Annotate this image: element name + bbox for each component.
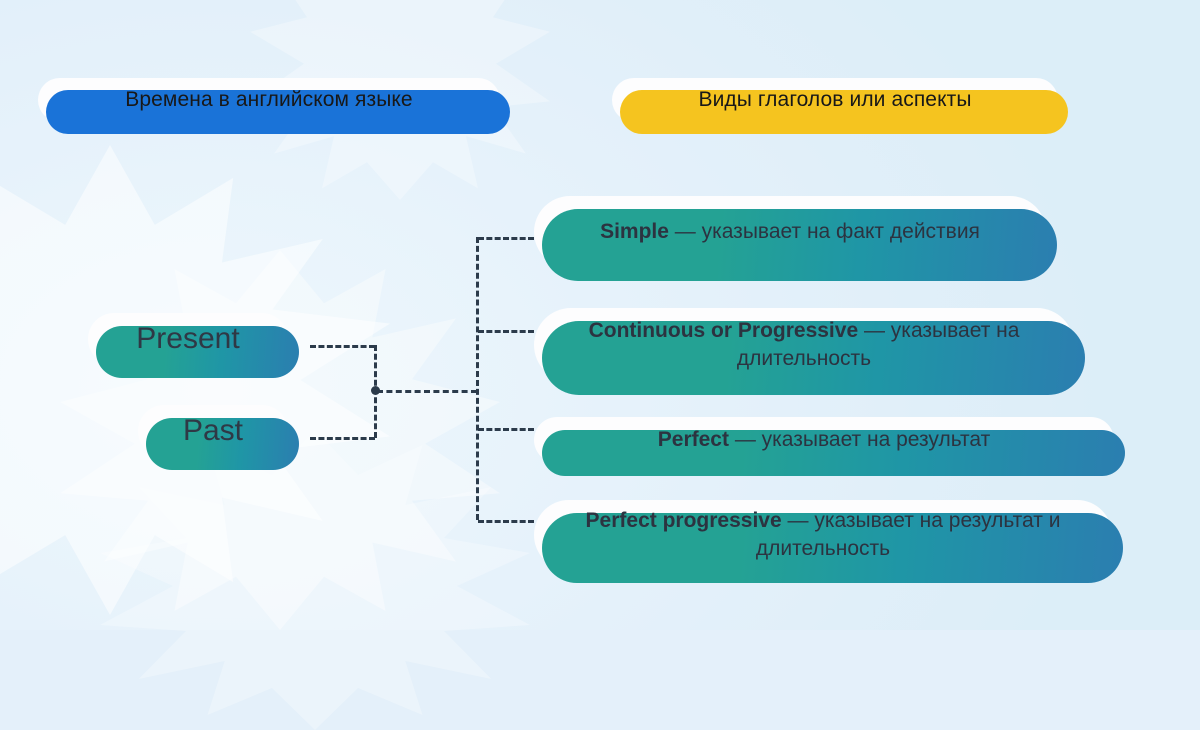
connector-perfect-horizontal: [478, 428, 534, 431]
aspect-node-continuous-description: указывает на длительность: [736, 319, 1020, 370]
header-pill-aspects: Виды глаголов или аспекты: [612, 78, 1068, 134]
aspect-node-simple-text: Simple — указывает на факт действия: [600, 218, 980, 246]
connector-simple-horizontal: [478, 237, 534, 240]
tense-node-present-label: Present: [136, 322, 240, 355]
header-pill-aspects-label: Виды глаголов или аспекты: [698, 88, 972, 111]
aspect-node-perfect-text: Perfect — указывает на результат: [658, 426, 990, 454]
aspect-node-simple: Simple — указывает на факт действия: [534, 196, 1057, 281]
aspect-node-perfect-separator: —: [728, 428, 762, 452]
aspect-node-simple-separator: —: [668, 220, 702, 244]
aspect-node-perfect-term: Perfect: [657, 428, 729, 452]
aspect-node-perfect-progressive-text: Perfect progressive — указывает на резул…: [560, 507, 1086, 562]
aspect-node-simple-description: указывает на факт действия: [701, 220, 980, 244]
aspect-node-perfect-progressive-term: Perfect progressive: [585, 509, 782, 533]
connector-bridge-horizontal: [377, 390, 477, 393]
aspect-node-continuous-term: Continuous or Progressive: [588, 319, 859, 343]
aspect-node-perfect-description: указывает на результат: [761, 428, 991, 452]
connector-past-horizontal: [310, 437, 375, 440]
connector-continuous-horizontal: [478, 330, 534, 333]
connector-present-horizontal: [310, 345, 375, 348]
aspect-node-continuous-text: Continuous or Progressive — указывает на…: [560, 317, 1048, 372]
aspect-node-simple-term: Simple: [600, 220, 669, 244]
aspect-node-continuous: Continuous or Progressive — указывает на…: [534, 308, 1085, 395]
aspect-node-continuous-separator: —: [858, 319, 891, 343]
connector-perfect-progressive-horizontal: [478, 520, 534, 523]
header-pill-tenses-label: Времена в английском языке: [125, 88, 413, 111]
header-pill-tenses: Времена в английском языке: [38, 78, 510, 134]
tense-node-past: Past: [138, 405, 299, 470]
tense-node-past-label: Past: [182, 414, 244, 447]
aspect-node-perfect-progressive-description: указывает на результат и длительность: [755, 509, 1061, 560]
connector-junction-dot: [371, 386, 380, 395]
connector-right-vertical: [476, 237, 479, 520]
tense-node-present: Present: [88, 313, 299, 378]
aspect-node-perfect-progressive-separator: —: [781, 509, 815, 533]
aspect-node-perfect-progressive: Perfect progressive — указывает на резул…: [534, 500, 1123, 583]
aspect-node-perfect: Perfect — указывает на результат: [534, 417, 1125, 476]
